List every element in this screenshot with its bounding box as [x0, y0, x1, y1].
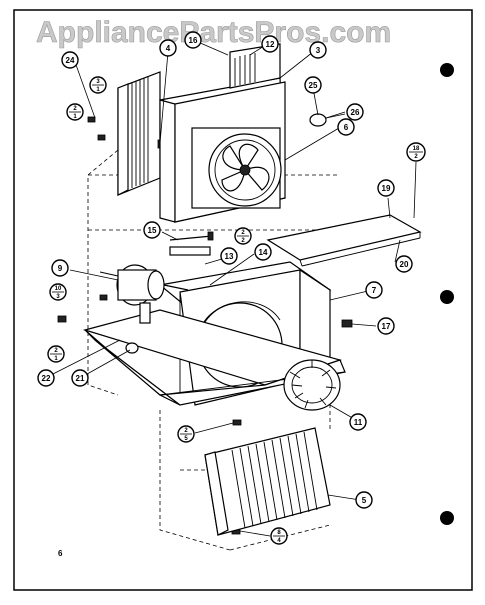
blower-wheel	[283, 359, 341, 411]
svg-text:7: 7	[372, 286, 377, 295]
svg-text:10: 10	[55, 286, 62, 292]
callout-7: 7	[365, 281, 383, 299]
svg-text:15: 15	[148, 226, 157, 235]
callout-6: 6	[337, 118, 355, 136]
svg-text:13: 13	[225, 252, 234, 261]
svg-text:3: 3	[316, 46, 321, 55]
page-frame	[13, 9, 473, 591]
callout-9: 9	[51, 259, 69, 277]
svg-text:3: 3	[56, 294, 60, 300]
callout-3: 3	[309, 41, 327, 59]
callout-13: 13	[220, 247, 238, 265]
callout-26: 26	[346, 103, 364, 121]
svg-text:26: 26	[351, 108, 360, 117]
base-pan	[82, 309, 346, 406]
svg-text:19: 19	[382, 184, 391, 193]
svg-text:2: 2	[184, 428, 188, 434]
svg-text:6: 6	[344, 123, 349, 132]
svg-text:9: 9	[58, 264, 63, 273]
callout-24: 24	[61, 51, 79, 69]
side-grille-panel	[117, 71, 165, 196]
svg-text:22: 22	[42, 374, 51, 383]
callout-25: 25	[304, 76, 322, 94]
fraction-callout: 3 1	[89, 76, 107, 94]
callout-15: 15	[143, 221, 161, 239]
svg-text:4: 4	[166, 44, 171, 53]
watermark: AppliancePartsPros.com	[36, 16, 391, 49]
svg-text:1: 1	[96, 87, 100, 93]
callout-20: 20	[395, 255, 413, 273]
callout-11: 11	[349, 413, 367, 431]
callout-22: 22	[37, 369, 55, 387]
fan-motor	[99, 264, 189, 324]
page-number: 6	[58, 549, 63, 558]
registration-mark	[440, 290, 454, 304]
svg-text:14: 14	[259, 248, 268, 257]
fraction-callout: 2 1	[66, 103, 84, 121]
svg-text:21: 21	[76, 374, 85, 383]
svg-text:16: 16	[189, 36, 198, 45]
fraction-callout: 2 5	[177, 425, 195, 443]
svg-text:3: 3	[96, 79, 100, 85]
svg-text:2: 2	[414, 154, 418, 160]
registration-mark	[440, 63, 454, 77]
svg-text:12: 12	[266, 40, 275, 49]
fraction-callout: 18 2	[406, 142, 426, 162]
svg-text:25: 25	[309, 81, 318, 90]
svg-text:1: 1	[73, 114, 77, 120]
svg-text:24: 24	[66, 56, 75, 65]
svg-text:5: 5	[184, 436, 188, 442]
svg-text:8: 8	[277, 530, 281, 536]
callout-12: 12	[261, 35, 279, 53]
cover-plate	[266, 214, 422, 267]
fraction-callout: 10 3	[49, 283, 67, 301]
svg-text:5: 5	[362, 496, 367, 505]
svg-text:18: 18	[413, 146, 420, 152]
callout-19: 19	[377, 179, 395, 197]
svg-text:2: 2	[54, 348, 58, 354]
svg-text:20: 20	[400, 260, 409, 269]
callout-17: 17	[377, 317, 395, 335]
evaporator-coil	[204, 427, 331, 536]
svg-text:17: 17	[382, 322, 391, 331]
svg-text:4: 4	[277, 538, 281, 544]
callout-16: 16	[184, 31, 202, 49]
callout-21: 21	[71, 369, 89, 387]
svg-text:2: 2	[241, 238, 245, 244]
svg-text:2: 2	[73, 106, 77, 112]
fraction-callout: 2 2	[234, 227, 252, 245]
bracket-parts	[169, 231, 214, 256]
callout-4: 4	[159, 39, 177, 57]
fan-shroud	[159, 43, 286, 223]
condenser-fan-blade	[221, 143, 270, 192]
svg-text:1: 1	[54, 356, 58, 362]
svg-text:11: 11	[354, 418, 363, 427]
callout-5: 5	[355, 491, 373, 509]
registration-mark	[440, 511, 454, 525]
svg-text:2: 2	[241, 230, 245, 236]
callout-14: 14	[254, 243, 272, 261]
fraction-callout: 8 4	[270, 527, 288, 545]
fraction-callout: 2 1	[47, 345, 65, 363]
